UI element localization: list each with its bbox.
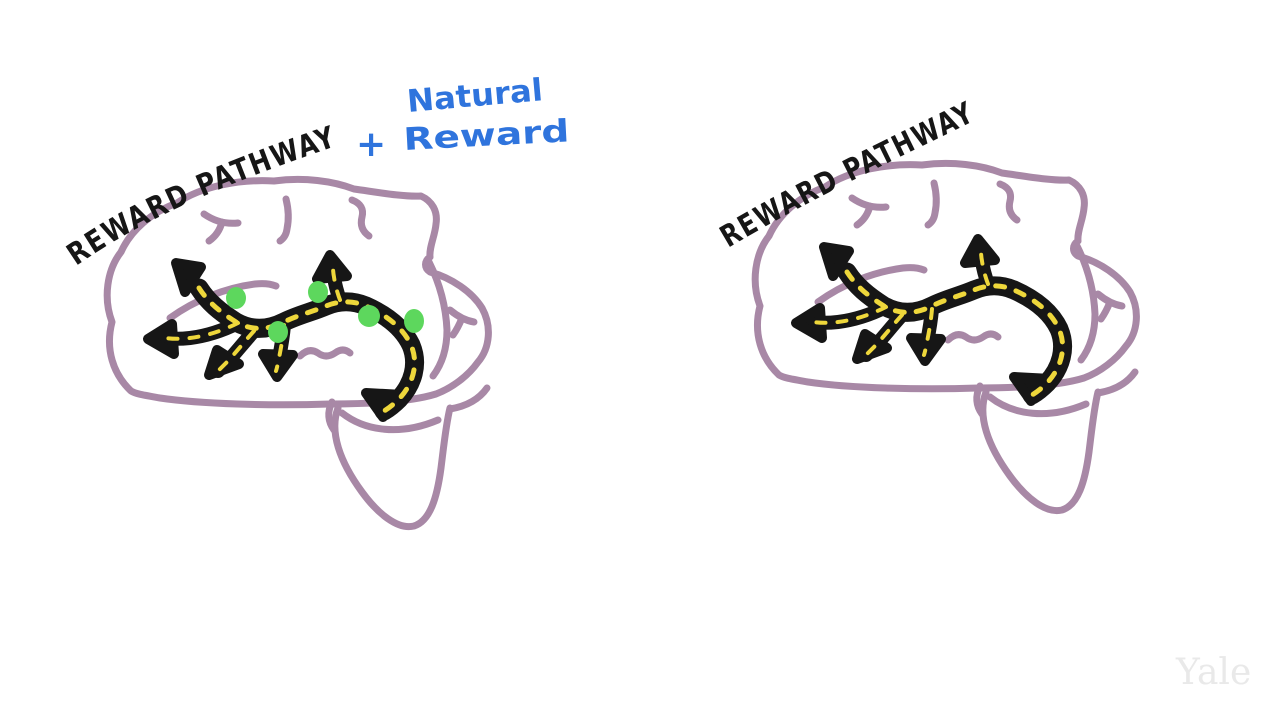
dopamine-dot: [308, 281, 328, 303]
left-brain-figure: REWARD PATHWAY + Natural Reward: [61, 72, 570, 526]
annotation-line-natural: Natural: [406, 72, 545, 120]
plus-sign: +: [356, 124, 386, 165]
dopamine-dot: [358, 305, 380, 327]
dopamine-dot: [226, 287, 246, 309]
right-brain-drawing: [755, 163, 1136, 510]
yale-watermark-logo: Yale: [1175, 652, 1251, 693]
right-figure-title: REWARD PATHWAY: [714, 95, 980, 255]
annotation-line-reward: Reward: [403, 113, 571, 158]
left-figure-title: REWARD PATHWAY: [61, 120, 341, 273]
dopamine-dot: [268, 321, 288, 343]
right-brain-figure: REWARD PATHWAY: [714, 95, 1136, 510]
left-brain-drawing: [107, 179, 488, 526]
left-dopamine-dots: [226, 281, 424, 343]
natural-reward-annotation: + Natural Reward: [356, 72, 570, 165]
dopamine-dot: [404, 309, 424, 333]
